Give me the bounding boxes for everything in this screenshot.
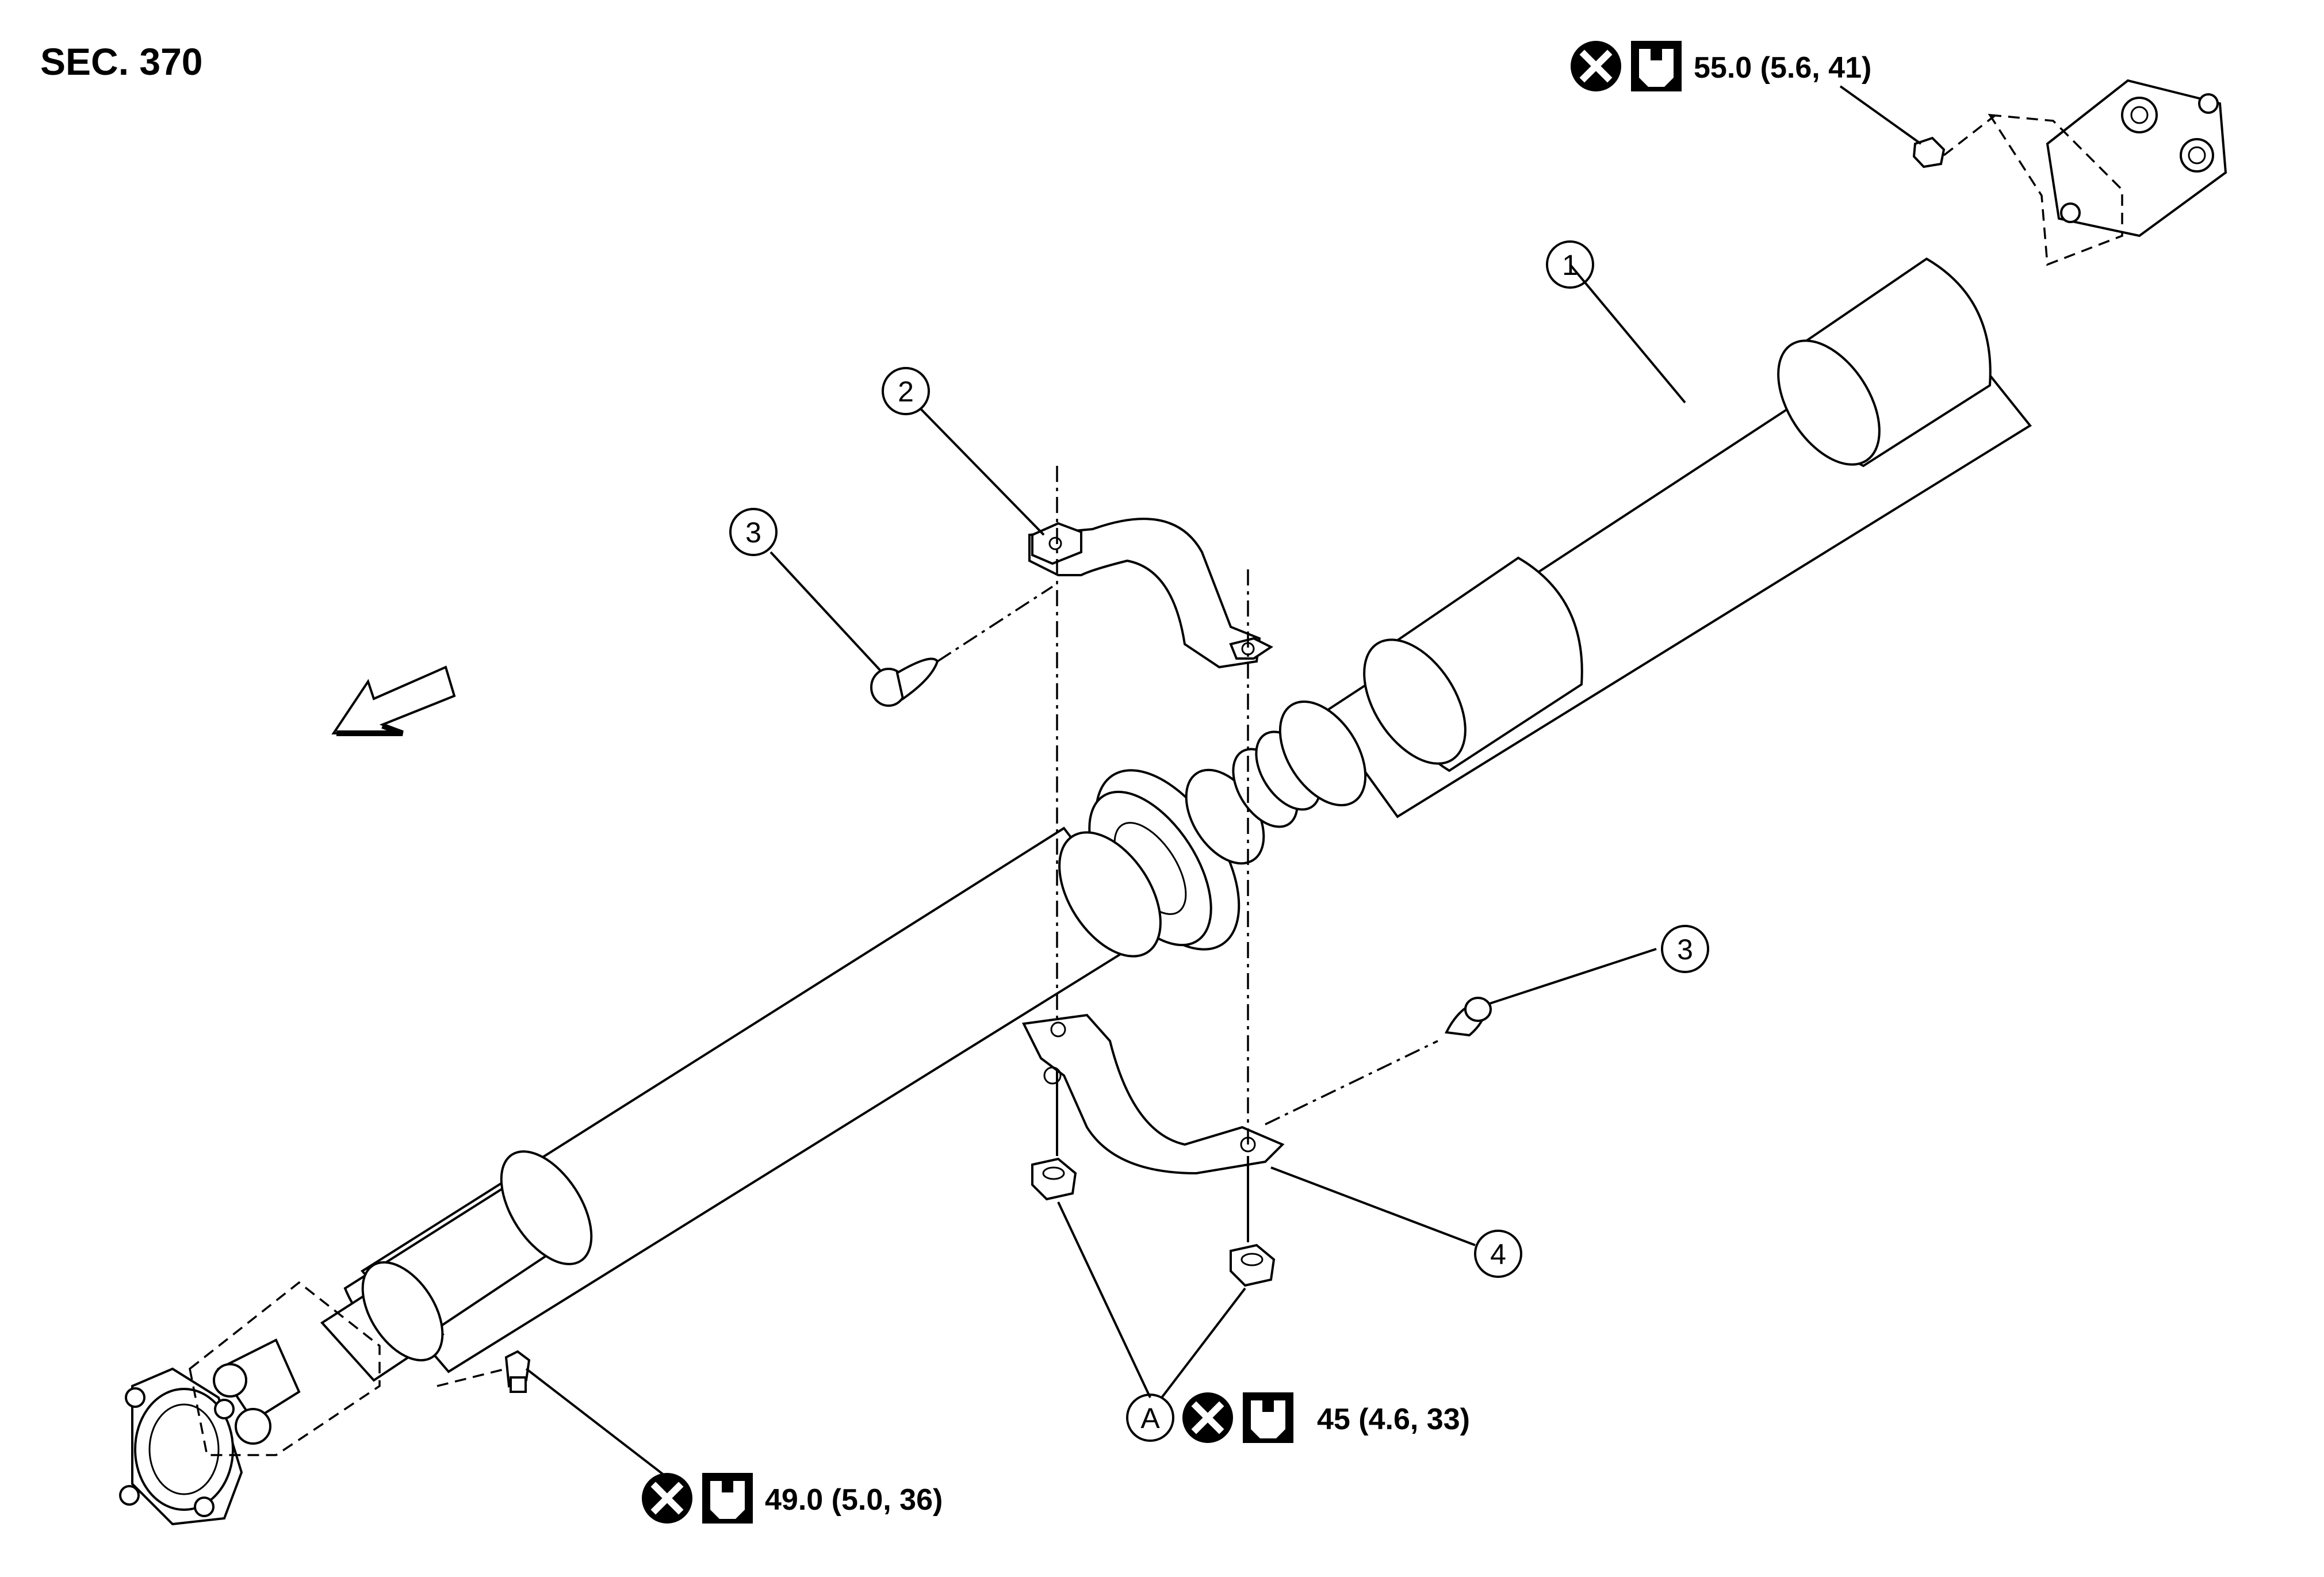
callout-2: 2 <box>882 367 930 415</box>
upper-bracket <box>1028 518 1273 669</box>
do-not-reuse-icon <box>1571 41 1621 91</box>
svg-text:A: A <box>1140 1402 1160 1434</box>
front-flange-yoke <box>119 1338 301 1526</box>
leader-A-right <box>1161 1287 1246 1399</box>
rear-flange-yoke <box>2046 79 2227 238</box>
clip-left-line <box>937 585 1053 663</box>
clip-right <box>1444 997 1492 1037</box>
rear-flange-nut <box>1912 136 1946 169</box>
torque-value-rear: 55.0 (5.6, 41) <box>1694 51 1871 85</box>
front-bolt-line <box>437 1368 507 1387</box>
torque-value-bracket: 45 (4.6, 33) <box>1317 1403 1470 1436</box>
torque-spec-front-flange: 49.0 (5.0, 36) <box>642 1473 943 1524</box>
svg-text:4: 4 <box>1490 1238 1506 1270</box>
rear-shaft-tube <box>1278 257 2032 818</box>
front-flange-bolt <box>504 1350 531 1393</box>
leader-A-left <box>1057 1201 1151 1398</box>
leader-3-right <box>1489 948 1657 1005</box>
do-not-reuse-icon <box>642 1473 692 1524</box>
section-label: SEC. 370 <box>40 40 203 83</box>
torque-value-front: 49.0 (5.0, 36) <box>765 1483 943 1517</box>
torque-wrench-icon <box>1243 1392 1293 1443</box>
front-shaft-tube <box>320 826 1149 1382</box>
lower-bracket <box>1021 1013 1285 1175</box>
leader-2 <box>919 407 1045 536</box>
leader-front-bolt <box>525 1368 665 1476</box>
callout-3-right: 3 <box>1661 925 1709 973</box>
front-yoke-phantom <box>189 1281 381 1456</box>
svg-text:3: 3 <box>745 516 761 549</box>
leader-3-left <box>769 551 881 671</box>
clip-left <box>870 657 939 707</box>
callout-3-left: 3 <box>729 508 778 556</box>
rear-yoke-phantom <box>1988 113 2123 266</box>
torque-spec-bracket-nuts: 45 (4.6, 33) <box>1182 1392 1470 1443</box>
do-not-reuse-icon <box>1182 1392 1233 1443</box>
leader-rear-nut <box>1839 85 1922 145</box>
rear-nut-line <box>1943 114 1997 156</box>
clip-right-line <box>1265 1040 1438 1126</box>
torque-spec-rear-flange: 55.0 (5.6, 41) <box>1571 41 1871 91</box>
lower-nut-right <box>1230 1243 1276 1287</box>
svg-text:3: 3 <box>1677 933 1693 966</box>
svg-text:1: 1 <box>1562 249 1578 281</box>
torque-wrench-icon <box>1631 41 1682 91</box>
callout-A: A <box>1126 1394 1174 1442</box>
front-direction-arrow-icon <box>331 665 456 736</box>
lower-nut-left <box>1031 1157 1077 1201</box>
leader-1 <box>1569 263 1686 404</box>
torque-wrench-icon <box>702 1473 753 1524</box>
center-bearing <box>1058 730 1322 958</box>
svg-text:2: 2 <box>898 376 914 408</box>
callout-1: 1 <box>1546 240 1594 289</box>
leader-4 <box>1270 1166 1476 1246</box>
callout-4: 4 <box>1474 1230 1522 1278</box>
